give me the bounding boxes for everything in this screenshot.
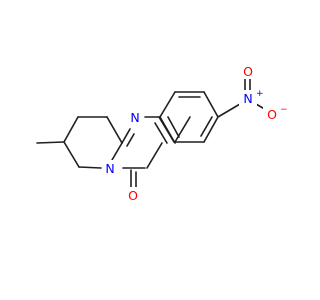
- bond: [106, 116, 123, 144]
- bond: [36, 141, 65, 144]
- bond: [203, 91, 219, 118]
- bond: [203, 116, 219, 143]
- bond: [121, 128, 131, 144]
- atom-n-bridgehead: N: [105, 161, 114, 176]
- bond: [200, 116, 213, 137]
- bond: [146, 142, 163, 169]
- bond: [78, 166, 102, 169]
- bond: [167, 116, 180, 138]
- atom-labels: N N O N + O O −: [102, 63, 288, 203]
- bond: [63, 141, 80, 168]
- bond: [158, 116, 175, 143]
- molecule-structure: N N O N + O O −: [36, 63, 288, 203]
- atom-n-pyrimidine: N: [130, 110, 139, 125]
- bond-lines: [36, 91, 219, 189]
- bond: [111, 142, 123, 161]
- atom-o-nitro-top: O: [243, 64, 253, 79]
- bond: [159, 91, 176, 118]
- bond: [174, 116, 191, 143]
- bond: [154, 122, 168, 144]
- atom-o-nitro-right: O: [267, 107, 277, 122]
- atom-o-carbonyl: O: [128, 188, 138, 203]
- bond: [63, 116, 79, 143]
- bond: [217, 103, 241, 118]
- charge-plus: +: [256, 89, 264, 99]
- charge-minus: −: [280, 105, 288, 115]
- atom-n-nitro: N: [243, 91, 252, 106]
- bond: [126, 133, 135, 147]
